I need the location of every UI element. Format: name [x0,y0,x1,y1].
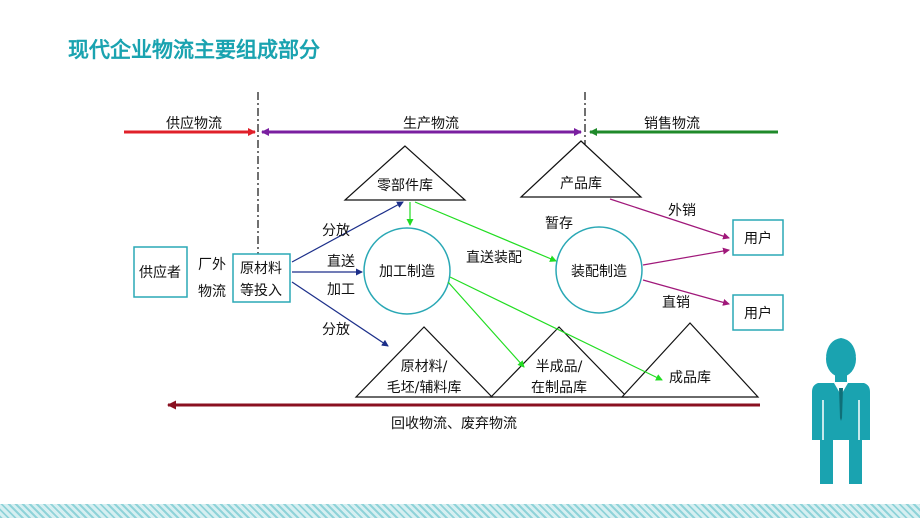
process-label: 加工 [327,282,355,298]
dispatch-label-2: 分放 [322,322,350,338]
raw-store-triangle [354,326,494,398]
direct-assembly-label: 直送装配 [466,249,522,266]
dispatch-label-1: 分放 [322,223,350,239]
businessman-icon [812,338,870,484]
user-box-1 [732,219,784,256]
direct-label: 直送 [327,253,355,270]
user-box-2 [732,294,784,331]
recycle-flow-label: 回收物流、废弃物流 [391,416,517,432]
arrow-to-parts-store [291,201,404,263]
supplier-box [133,246,188,298]
footer-stripe-band [0,504,920,518]
processing-label: 加工制造 [379,264,435,280]
processing-circle [363,227,451,315]
external-logistics-label-1: 厂外 [198,257,226,273]
user-label-2: 用户 [744,305,772,322]
raw-material-input-label-2: 等投入 [240,282,282,299]
semi-store-label-2: 在制品库 [531,380,587,396]
semi-store-label-1: 半成品/ [536,359,583,375]
arrow-processing-to-finished [449,276,663,381]
arrow-parts-to-assembly [414,201,557,262]
finished-store-label: 成品库 [669,370,711,386]
direct-sale-label: 直销 [662,294,690,311]
export-sale-label: 外销 [668,203,696,219]
sales-flow-label: 销售物流 [644,116,700,132]
raw-store-label-2: 毛坯/辅料库 [387,380,462,396]
parts-store-triangle [343,145,467,201]
parts-store-label: 零部件库 [377,178,433,194]
page-title: 现代企业物流主要组成部分 [68,38,320,62]
product-store-triangle [519,140,643,198]
arrow-assembly-to-user-1 [642,247,730,266]
arrow-to-raw-store [291,281,389,347]
supplier-label: 供应者 [139,264,181,281]
semi-store-triangle [489,326,629,398]
product-store-label: 产品库 [560,176,602,192]
temp-store-label: 暂存 [545,216,573,232]
assembly-label: 装配制造 [571,264,627,280]
raw-material-input-box [232,253,291,303]
arrow-product-to-user [609,198,730,240]
arrow-assembly-to-user-2 [642,279,730,306]
raw-material-input-label-1: 原材料 [240,261,282,277]
production-flow-label: 生产物流 [403,116,459,132]
arrow-processing-to-semi [447,281,525,368]
assembly-circle [555,226,643,314]
external-logistics-label-2: 物流 [198,284,226,300]
supply-flow-label: 供应物流 [166,115,222,132]
user-label-1: 用户 [744,230,772,247]
raw-store-label-1: 原材料/ [401,359,448,375]
